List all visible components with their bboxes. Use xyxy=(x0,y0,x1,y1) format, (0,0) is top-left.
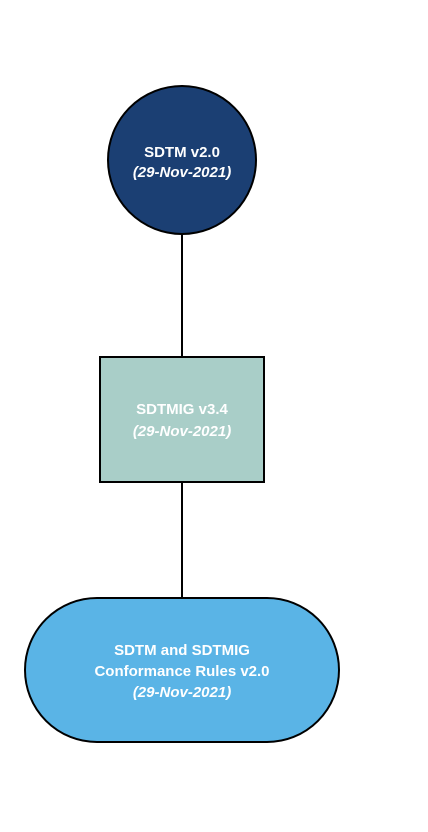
node-conformance-rules-v2: SDTM and SDTMIG Conformance Rules v2.0 (… xyxy=(24,597,340,743)
node-sdtmig-v3-4: SDTMIG v3.4 (29-Nov-2021) xyxy=(99,356,265,483)
rules-date: (29-Nov-2021) xyxy=(133,684,231,701)
sdtmig-rectangle xyxy=(99,356,265,483)
sdtmig-date: (29-Nov-2021) xyxy=(133,423,231,440)
node-sdtm-v2: SDTM v2.0 (29-Nov-2021) xyxy=(107,85,257,235)
sdtm-title: SDTM v2.0 xyxy=(144,144,220,161)
sdtm-date: (29-Nov-2021) xyxy=(133,164,231,181)
rules-title-line1: SDTM and SDTMIG xyxy=(114,642,250,659)
rules-title-line2: Conformance Rules v2.0 xyxy=(94,663,269,680)
sdtmig-title: SDTMIG v3.4 xyxy=(136,401,228,418)
rules-pill xyxy=(24,597,340,743)
sdtm-circle xyxy=(107,85,257,235)
